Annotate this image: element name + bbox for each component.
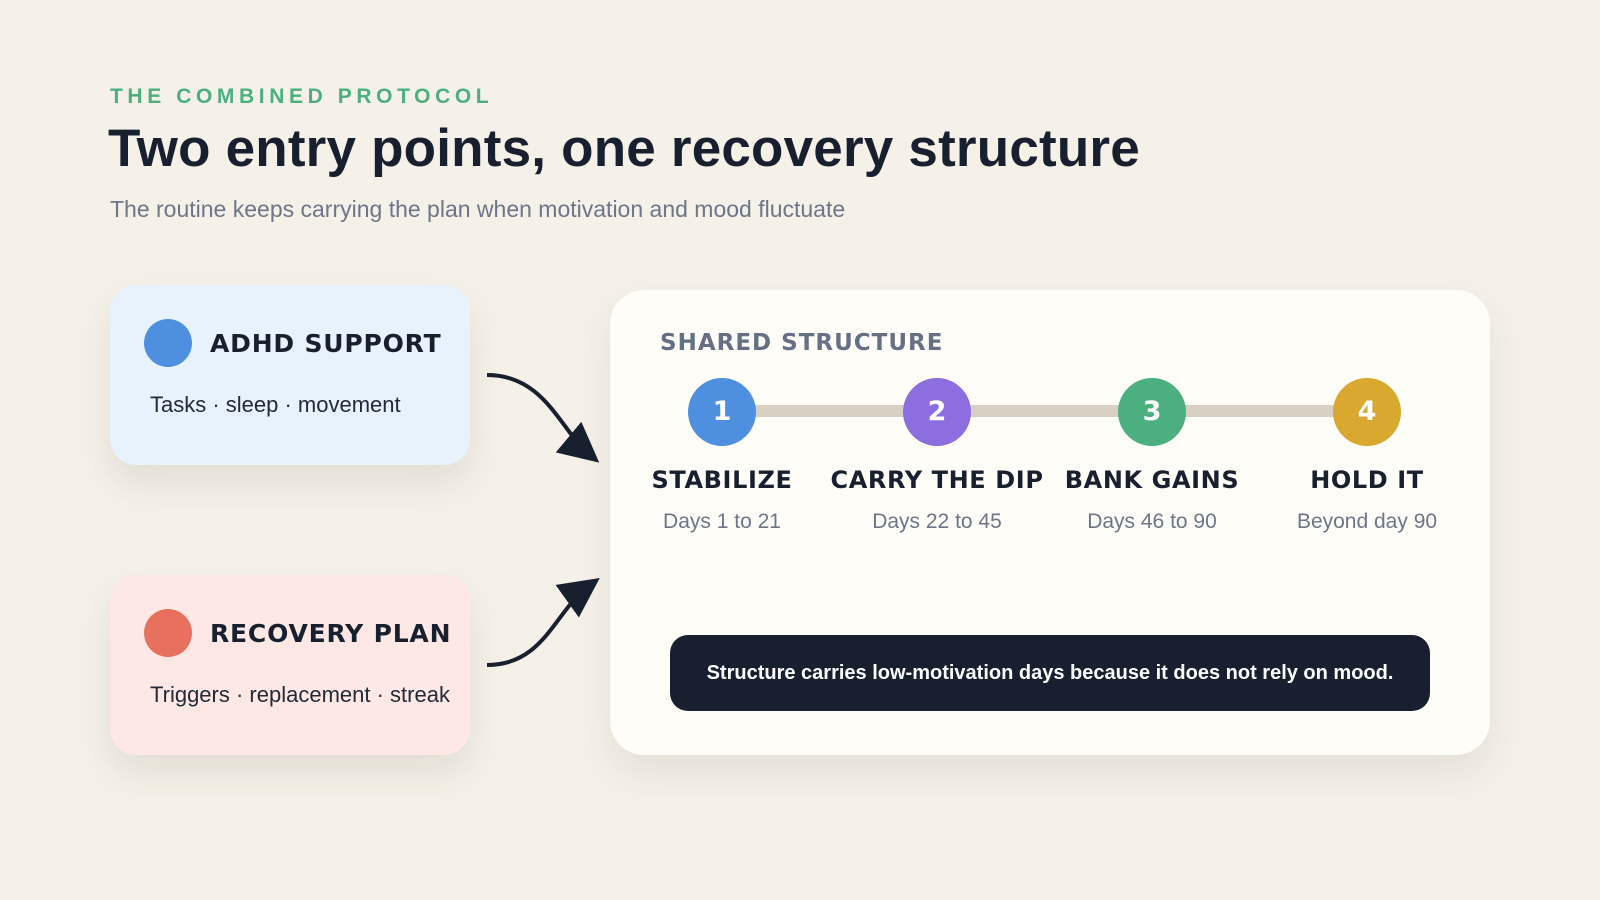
adhd-support-card: ADHD SUPPORT Tasks · sleep · movement [110,285,470,465]
recovery-plan-card: RECOVERY PLAN Triggers · replacement · s… [110,575,470,755]
eyebrow-label: THE COMBINED PROTOCOL [110,85,494,108]
adhd-to-structure-arrow [486,373,600,463]
adhd-support-dot [144,319,192,367]
phase-name: STABILIZE [651,466,793,494]
phase-name: HOLD IT [1310,466,1424,494]
phase-track-line [718,405,1365,417]
recovery-plan-items: Triggers · replacement · streak [150,682,450,707]
phase-number-badge: 1 [688,378,756,446]
phase-days: Beyond day 90 [1296,510,1438,533]
recovery-plan-title: RECOVERY PLAN [210,619,452,648]
phase-days: Days 22 to 45 [872,510,1002,533]
recovery-to-structure-arrow [486,578,600,667]
phase-hold-it: 4 HOLD IT Beyond day 90 [1252,378,1482,548]
phase-number-badge: 3 [1118,378,1186,446]
structure-callout: Structure carries low-motivation days be… [670,635,1430,711]
recovery-plan-dot [144,609,192,657]
adhd-support-items: Tasks · sleep · movement [150,392,401,417]
phase-number-badge: 2 [903,378,971,446]
phase-number-badge: 4 [1333,378,1401,446]
shared-structure-heading: SHARED STRUCTURE [660,330,944,356]
phase-name: BANK GAINS [1064,466,1240,494]
shared-structure-panel: SHARED STRUCTURE 1 STABILIZE Days 1 to 2… [610,290,1490,755]
phase-days: Days 1 to 21 [663,510,781,533]
phase-carry-the-dip: 2 CARRY THE DIP Days 22 to 45 [822,378,1052,548]
phase-stabilize: 1 STABILIZE Days 1 to 21 [607,378,837,548]
page-title: Two entry points, one recovery structure [108,119,1140,178]
phase-bank-gains: 3 BANK GAINS Days 46 to 90 [1037,378,1267,548]
adhd-support-title: ADHD SUPPORT [210,329,442,358]
phase-days: Days 46 to 90 [1087,510,1217,533]
phase-name: CARRY THE DIP [830,466,1044,494]
page-subtitle: The routine keeps carrying the plan when… [110,196,846,222]
